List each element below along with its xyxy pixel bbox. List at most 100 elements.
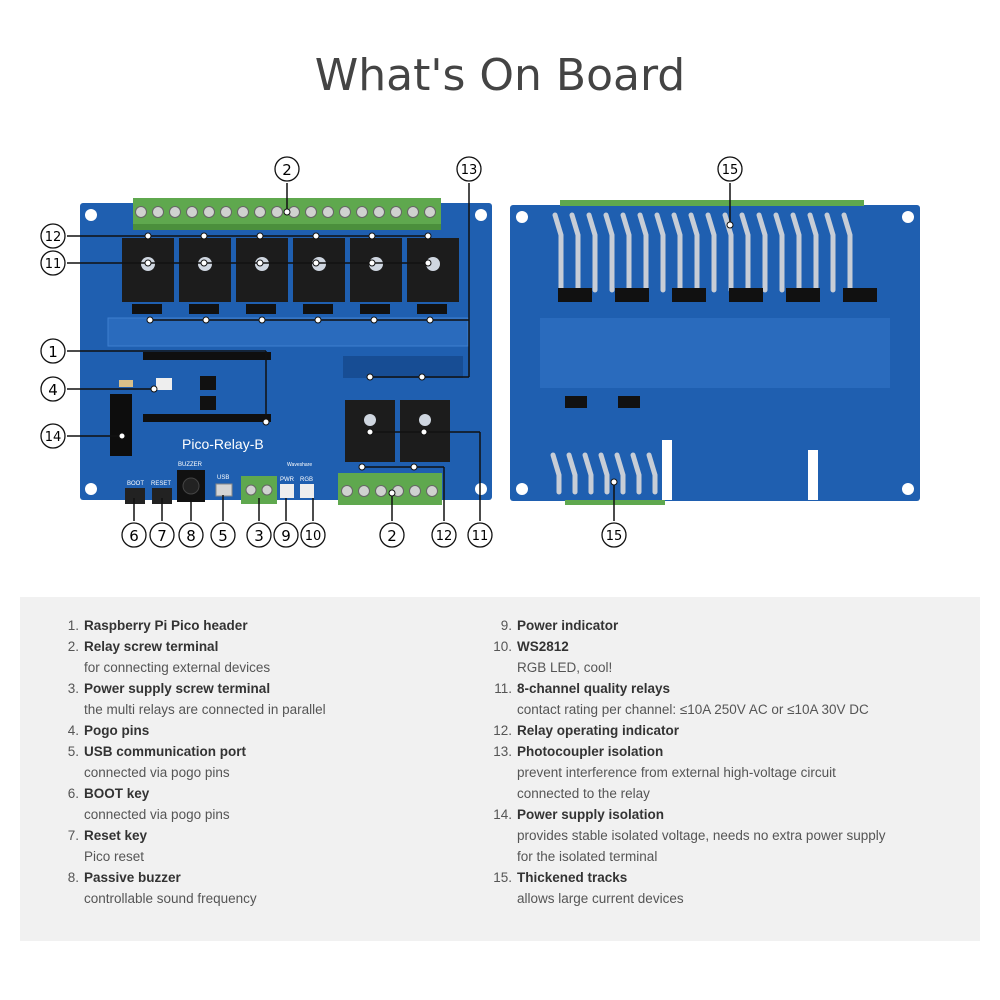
callout-10: 10 — [300, 522, 326, 548]
feature-item: 15. Thickened tracks allows large current … — [473, 867, 953, 909]
callout-2-bottom: 2 — [379, 522, 405, 548]
feature-title: Relay operating indicator — [517, 723, 680, 738]
svg-text:14: 14 — [45, 430, 62, 445]
buzzer-label: BUZZER — [178, 462, 203, 468]
svg-text:3: 3 — [254, 527, 264, 545]
callout-6: 6 — [121, 522, 147, 548]
feature-description: RGB LED, cool! — [517, 660, 613, 675]
feature-number: 2. — [67, 639, 79, 654]
feature-title: WS2812 — [517, 639, 569, 654]
callout-12-bottom: 12 — [431, 522, 457, 548]
feature-number: 7. — [67, 828, 79, 843]
feature-title: Photocoupler isolation — [517, 744, 664, 759]
rgb-label: RGB — [300, 477, 313, 483]
feature-item: 2. Relay screw terminal for connecting ext… — [40, 636, 460, 678]
feature-description: the multi relays are connected in parall… — [84, 702, 326, 717]
callout-11-bottom: 11 — [467, 522, 493, 548]
svg-text:15: 15 — [722, 163, 739, 178]
callout-1: 1 — [40, 338, 66, 364]
svg-text:8: 8 — [186, 527, 196, 545]
feature-item: 12. Relay operating indicator — [473, 720, 953, 741]
feature-description: prevent interference from external high-… — [517, 765, 836, 780]
svg-text:4: 4 — [48, 381, 58, 399]
feature-number: 15. — [493, 870, 512, 885]
page-title: What's On Board — [314, 50, 686, 101]
feature-number: 10. — [493, 639, 512, 654]
feature-number: 12. — [493, 723, 512, 738]
reset-label: RESET — [151, 481, 171, 487]
relay-screw-terminal-bottom — [338, 473, 442, 505]
svg-text:11: 11 — [472, 529, 489, 544]
feature-item: 9. Power indicator — [473, 615, 953, 636]
callout-9: 9 — [273, 522, 299, 548]
callout-7: 7 — [149, 522, 175, 548]
feature-title: Passive buzzer — [84, 870, 181, 885]
feature-title: Raspberry Pi Pico header — [84, 618, 248, 633]
feature-description: controllable sound frequency — [84, 891, 257, 906]
feature-number: 6. — [67, 786, 79, 801]
svg-text:12: 12 — [45, 230, 62, 245]
feature-title: Reset key — [84, 828, 148, 843]
svg-text:12: 12 — [436, 529, 453, 544]
feature-description: contact rating per channel: ≤10A 250V AC… — [517, 702, 869, 717]
feature-description: Pico reset — [84, 849, 145, 864]
feature-title: Pogo pins — [84, 723, 150, 738]
feature-description: connected to the relay — [517, 786, 650, 801]
callout-11-left: 11 — [40, 250, 66, 276]
feature-title: USB communication port — [84, 744, 247, 759]
feature-description: connected via pogo pins — [84, 765, 230, 780]
feature-item: 1. Raspberry Pi Pico header — [40, 615, 460, 636]
feature-title: Thickened tracks — [517, 870, 628, 885]
callout-15-bottom: 15 — [601, 522, 627, 548]
board-diagram: Pico-Relay-B Waveshare BOOT RESET BUZZER… — [40, 156, 920, 548]
board-silkscreen-name: Pico-Relay-B — [182, 436, 264, 452]
feature-title: Power indicator — [517, 618, 619, 633]
callout-15-top: 15 — [717, 156, 743, 182]
feature-description: for connecting external devices — [84, 660, 271, 675]
feature-item: 4. Pogo pins — [40, 720, 460, 741]
feature-item: 11. 8-channel quality relays contact ratin… — [473, 678, 953, 720]
feature-number: 9. — [500, 618, 512, 633]
feature-number: 8. — [67, 870, 79, 885]
svg-text:2: 2 — [282, 161, 292, 179]
waveshare-logo: Waveshare — [287, 462, 312, 468]
feature-item: 8. Passive buzzer controllable sound frequ… — [40, 867, 460, 909]
feature-number: 13. — [493, 744, 512, 759]
callout-lines — [67, 183, 731, 521]
power-screw-terminal — [241, 476, 277, 504]
boot-label: BOOT — [127, 481, 144, 487]
feature-number: 4. — [67, 723, 79, 738]
feature-item: 6. BOOT key connected via pogo pins — [40, 783, 460, 825]
feature-description: allows large current devices — [517, 891, 684, 906]
feature-description: for the isolated terminal — [517, 849, 658, 864]
callout-12-left: 12 — [40, 223, 66, 249]
feature-title: Power supply isolation — [517, 807, 665, 822]
pwr-label: PWR — [280, 477, 295, 483]
callout-3: 3 — [246, 522, 272, 548]
svg-text:13: 13 — [461, 163, 478, 178]
feature-description: connected via pogo pins — [84, 807, 230, 822]
svg-text:10: 10 — [305, 529, 322, 544]
feature-title: Relay screw terminal — [84, 639, 219, 654]
feature-title: 8-channel quality relays — [517, 681, 671, 696]
feature-number: 14. — [493, 807, 512, 822]
svg-text:1: 1 — [48, 343, 58, 361]
svg-text:6: 6 — [129, 527, 139, 545]
svg-text:15: 15 — [606, 529, 623, 544]
feature-number: 1. — [67, 618, 79, 633]
feature-title: Power supply screw terminal — [84, 681, 271, 696]
back-board — [510, 200, 920, 505]
feature-title: BOOT key — [84, 786, 150, 801]
usb-label: USB — [217, 475, 229, 481]
callout-4: 4 — [40, 376, 66, 402]
svg-text:7: 7 — [157, 527, 167, 545]
callout-13: 13 — [456, 156, 482, 182]
feature-description: provides stable isolated voltage, needs … — [517, 828, 886, 843]
features-column-left: 1. Raspberry Pi Pico header 2. Relay screw … — [40, 615, 460, 909]
feature-number: 11. — [494, 681, 512, 696]
